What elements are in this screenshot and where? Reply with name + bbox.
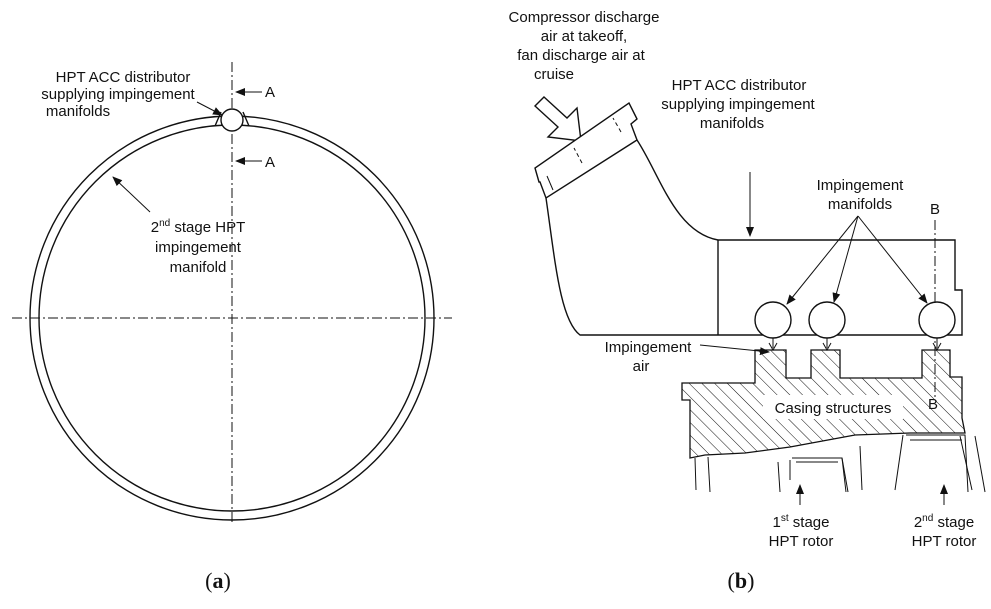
casing-label: Casing structures (775, 400, 892, 417)
inlet-label-line3: fan discharge air at (517, 47, 645, 64)
impingement-jet-arrow-2 (822, 338, 832, 352)
impingement-manifold-3 (918, 301, 956, 339)
rotor-blades (694, 434, 986, 493)
distributor-leader (196, 101, 223, 116)
rotor2-label-line1: 2nd stage (914, 513, 974, 531)
casing-label-bg (763, 395, 903, 419)
b-distributor-label-line1: HPT ACC distributor (672, 77, 807, 94)
inlet-flange (534, 101, 638, 200)
rotor1-label-line2: HPT rotor (769, 533, 834, 550)
section-a-top-label: A (265, 84, 275, 101)
inlet-label-line4: cruise (534, 66, 574, 83)
panel-a: A A HPT ACC distributor supplying imping… (12, 62, 452, 593)
inlet-label-line2: air at takeoff, (541, 28, 627, 45)
section-a-bottom-label: A (265, 154, 275, 171)
inlet-label-line1: Compressor discharge (509, 9, 660, 26)
manifolds-leader-3 (857, 215, 928, 304)
manifolds-leader-1 (786, 215, 859, 305)
impingement-manifold-2 (808, 301, 846, 339)
manifolds-label-line2: manifolds (828, 196, 892, 213)
distributor-label-line3: manifolds (46, 103, 110, 120)
manifold-label-line2: impingement (155, 239, 242, 256)
impingement-jet-arrow-1 (768, 338, 778, 352)
b-distributor-label-line2: supplying impingement (661, 96, 815, 113)
rotor2-label-line2: HPT rotor (912, 533, 977, 550)
distributor-circle (220, 108, 244, 132)
distributor-label-line2: supplying impingement (41, 86, 195, 103)
panel-b: Compressor discharge air at takeoff, fan… (509, 9, 986, 593)
manifold-leader (112, 176, 151, 213)
inlet-flange-lip (546, 175, 554, 191)
manifold-label-line3: manifold (170, 259, 227, 276)
section-b-top-label: B (930, 201, 940, 218)
manifolds-label-line1: Impingement (817, 177, 905, 194)
manifolds-leader-2 (832, 215, 859, 303)
manifold-label-line1: 2nd stage HPT (151, 218, 246, 236)
air-label-line1: Impingement (605, 339, 693, 356)
rotor1-label-line1: 1st stage (773, 513, 830, 531)
flow-arrow-icon (533, 96, 582, 142)
distributor-duct-outline (545, 139, 963, 336)
distributor-label-line1: HPT ACC distributor (56, 69, 191, 86)
caption-a: (a) (205, 568, 231, 593)
impingement-manifold-1 (754, 301, 792, 339)
impingement-jet-arrow-3 (932, 338, 942, 352)
b-distributor-label-line3: manifolds (700, 115, 764, 132)
caption-b: (b) (728, 568, 755, 593)
inlet-dashed-joints (573, 117, 622, 164)
air-label-line2: air (633, 358, 650, 375)
